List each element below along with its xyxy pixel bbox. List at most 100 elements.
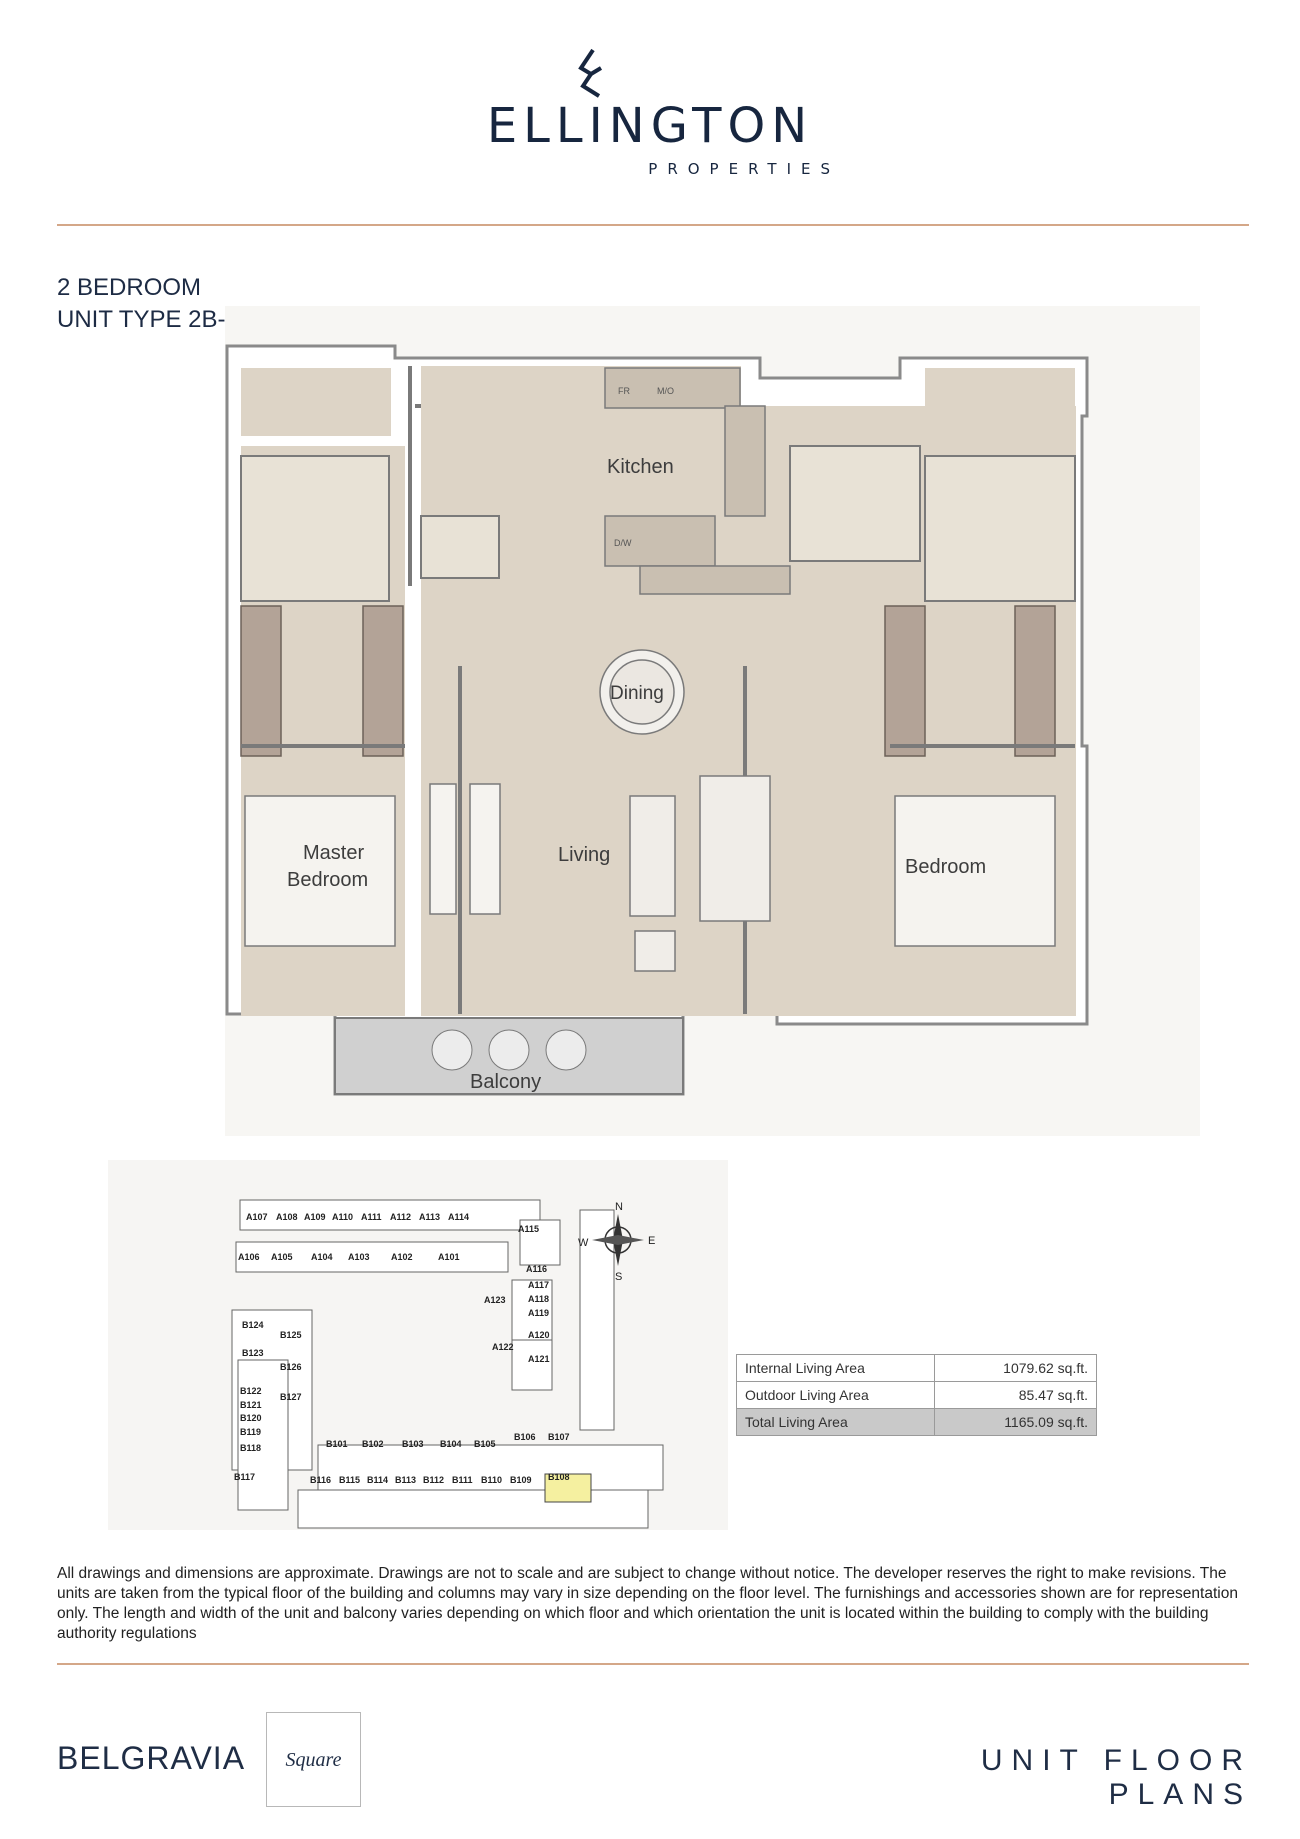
unit-title: 2 BEDROOM UNIT TYPE 2B-E — [57, 272, 242, 336]
section-title: UNIT FLOOR PLANS — [980, 1744, 1252, 1811]
compass-icon: N E S W — [578, 1201, 655, 1283]
site-unit-label: A113 — [419, 1212, 440, 1222]
bathrooms — [240, 445, 1076, 602]
highlighted-unit — [544, 1473, 592, 1503]
site-unit-label: A116 — [526, 1264, 547, 1274]
table-row-total: Total Living Area 1165.09 sq.ft. — [736, 1408, 1097, 1436]
unit-type: UNIT TYPE 2B-E — [57, 306, 242, 333]
master-bedroom-label-line1: Master — [303, 842, 364, 864]
site-unit-label: B123 — [242, 1348, 264, 1358]
balcony — [334, 1017, 684, 1095]
site-unit-label: B127 — [280, 1392, 302, 1402]
compass-west: W — [578, 1237, 589, 1249]
site-unit-label: B116 — [310, 1475, 331, 1485]
site-unit-label: A111 — [361, 1212, 382, 1222]
site-unit-label: A120 — [528, 1330, 550, 1340]
kitchen-appliance-labels: FR M/O D/W — [614, 386, 674, 548]
site-unit-label: A104 — [311, 1252, 333, 1262]
site-unit-label: A112 — [390, 1212, 411, 1222]
site-unit-label: A106 — [238, 1252, 260, 1262]
site-unit-label: B118 — [240, 1443, 261, 1453]
site-unit-label: B122 — [240, 1386, 262, 1396]
compass-east: E — [648, 1235, 655, 1247]
site-unit-labels: A107 A108 A109 A110 A111 A112 A113 A114 … — [234, 1212, 570, 1485]
site-unit-label: B109 — [510, 1475, 532, 1485]
site-unit-label: B121 — [240, 1400, 262, 1410]
site-unit-label: B120 — [240, 1413, 262, 1423]
master-bedroom-label-line2: Bedroom — [287, 869, 368, 891]
site-unit-label: A101 — [438, 1252, 460, 1262]
site-unit-label: A122 — [492, 1342, 514, 1352]
wardrobes — [240, 605, 1056, 757]
site-unit-label: A117 — [528, 1280, 549, 1290]
area-value: 1079.62 sq.ft. — [934, 1354, 1097, 1382]
tv-units — [429, 783, 501, 915]
bedroom-label: Bedroom — [905, 856, 986, 878]
area-label: Outdoor Living Area — [736, 1381, 935, 1409]
top-divider — [57, 224, 1249, 226]
site-unit-label: B101 — [326, 1439, 348, 1449]
fridge-label: FR — [618, 386, 630, 396]
site-unit-label: B111 — [452, 1475, 473, 1485]
area-label: Internal Living Area — [736, 1354, 935, 1382]
site-unit-label: A108 — [276, 1212, 298, 1222]
site-unit-label: B104 — [440, 1439, 462, 1449]
area-label: Total Living Area — [736, 1408, 935, 1436]
brand-subtitle: PROPERTIES — [648, 160, 840, 178]
site-unit-label: B124 — [242, 1320, 264, 1330]
kitchen-counters — [604, 367, 791, 595]
table-row: Internal Living Area 1079.62 sq.ft. — [736, 1354, 1097, 1382]
unit-bedrooms: 2 BEDROOM — [57, 274, 202, 301]
site-unit-label: A110 — [332, 1212, 353, 1222]
compass-south: S — [615, 1271, 622, 1283]
site-plan: A107 A108 A109 A110 A111 A112 A113 A114 … — [108, 1160, 728, 1530]
beds — [244, 795, 1056, 947]
site-unit-label: B117 — [234, 1472, 255, 1482]
project-logo-box: Square — [266, 1712, 361, 1807]
site-unit-label: B110 — [481, 1475, 502, 1485]
site-unit-label: B106 — [514, 1432, 536, 1442]
site-unit-label: A107 — [246, 1212, 268, 1222]
site-unit-label: A102 — [391, 1252, 413, 1262]
dishwasher-label: D/W — [614, 538, 632, 548]
ellington-logo-icon — [578, 48, 603, 98]
kitchen-label: Kitchen — [607, 456, 674, 478]
site-unit-label: B103 — [402, 1439, 424, 1449]
site-unit-label: A114 — [448, 1212, 469, 1222]
site-unit-label: A109 — [304, 1212, 326, 1222]
dining-label: Dining — [610, 683, 664, 704]
site-unit-label: B125 — [280, 1330, 302, 1340]
area-value: 1165.09 sq.ft. — [934, 1408, 1097, 1436]
site-unit-label: A103 — [348, 1252, 370, 1262]
table-row: Outdoor Living Area 85.47 sq.ft. — [736, 1381, 1097, 1409]
living-label: Living — [558, 844, 610, 866]
site-unit-label: B119 — [240, 1427, 261, 1437]
site-unit-label: B126 — [280, 1362, 302, 1372]
site-unit-label: B113 — [395, 1475, 416, 1485]
dining-table — [599, 649, 685, 735]
bottom-divider — [57, 1663, 1249, 1665]
floor-plan: FR M/O D/W Kitchen Dining Living Master … — [225, 344, 1089, 1096]
site-unit-label: B105 — [474, 1439, 496, 1449]
area-table: Internal Living Area 1079.62 sq.ft. Outd… — [736, 1354, 1097, 1436]
balcony-label: Balcony — [470, 1071, 541, 1093]
area-value: 85.47 sq.ft. — [934, 1381, 1097, 1409]
site-unit-label: A123 — [484, 1295, 506, 1305]
site-unit-label: A105 — [271, 1252, 293, 1262]
compass-north: N — [615, 1201, 623, 1213]
site-unit-label: B102 — [362, 1439, 384, 1449]
site-unit-label: A115 — [518, 1224, 539, 1234]
site-unit-label: A121 — [528, 1354, 550, 1364]
site-unit-label: B114 — [367, 1475, 388, 1485]
site-unit-label: A118 — [528, 1294, 549, 1304]
living-furniture — [629, 775, 771, 972]
site-unit-label: B108 — [548, 1472, 570, 1482]
brand-name: ELLINGTON — [486, 98, 814, 154]
site-unit-label: B112 — [423, 1475, 444, 1485]
project-name: BELGRAVIA — [57, 1740, 246, 1776]
project-sub: Square — [285, 1749, 342, 1771]
site-unit-label: A119 — [528, 1308, 549, 1318]
site-unit-label: B107 — [548, 1432, 570, 1442]
disclaimer: All drawings and dimensions are approxim… — [57, 1565, 1238, 1642]
site-unit-label: B115 — [339, 1475, 360, 1485]
